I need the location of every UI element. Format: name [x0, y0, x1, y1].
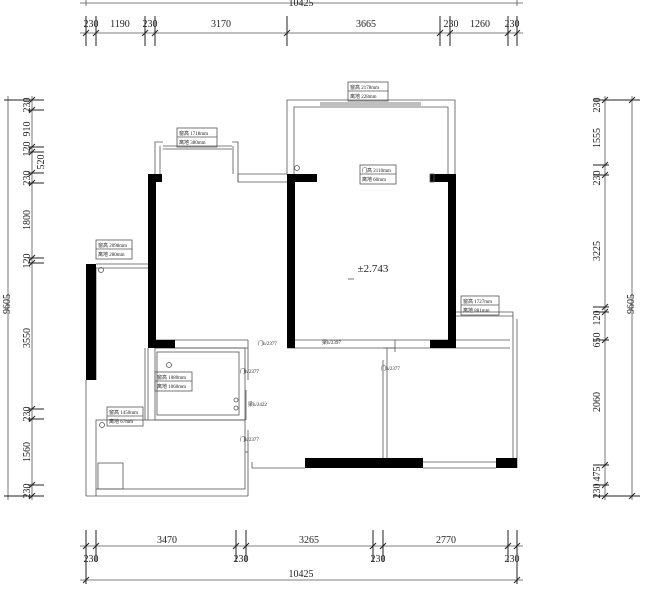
door-label-3: 门h/2377 [381, 365, 400, 372]
svg-text:离地 380mm: 离地 380mm [179, 139, 206, 146]
svg-text:离地 67mm: 离地 67mm [109, 418, 133, 425]
left-dim-1: 230 [22, 98, 33, 113]
door-label-4: 门h/2377 [240, 436, 259, 443]
top-dim-4: 3170 [211, 19, 231, 30]
top-dim-8: 230 [505, 19, 520, 30]
right-dimension-chain: 230 1555 230 3225 120 650 2060 475 230 9… [592, 96, 640, 500]
left-dim-9: 230 [22, 407, 33, 422]
door-label-2: 门h/2377 [240, 368, 259, 375]
right-dim-4: 3225 [592, 241, 603, 261]
note-window-bath: 窗高 1080mm 离地 1060mm [154, 371, 193, 392]
building-outline [85, 99, 518, 497]
left-dim-2: 910 [22, 122, 33, 137]
bottom-dim-5: 230 [371, 554, 386, 565]
left-dim-10: 1560 [22, 442, 33, 462]
left-dim-11: 230 [22, 484, 33, 499]
svg-text:窗高 1080mm: 窗高 1080mm [157, 374, 186, 381]
note-window-top: 窗高 2178mm 离地 228mm [347, 81, 389, 102]
left-dim-4: 520 [36, 155, 47, 170]
floor-elevation: ±2.743 [358, 263, 389, 275]
right-dim-5: 120 [592, 311, 603, 326]
left-dim-8: 3550 [22, 328, 33, 348]
svg-text:离地 881mm: 离地 881mm [463, 307, 490, 314]
note-window-right: 窗高 1727mm 离地 881mm [460, 295, 500, 316]
top-dim-3: 230 [143, 19, 158, 30]
note-window-left: 窗高 2098mm 离地 280mm [95, 239, 133, 260]
right-total-dim: 9605 [626, 294, 637, 314]
bottom-total-dim: 10425 [289, 569, 314, 580]
right-dim-2: 1555 [592, 128, 603, 148]
top-dimension-chain: 10425 230 1190 230 3170 3665 [80, 0, 523, 46]
fixtures [98, 165, 435, 428]
opening-label-2: 梁h/2422 [248, 401, 267, 408]
left-dim-5: 230 [22, 171, 33, 186]
top-dim-1: 230 [84, 19, 99, 30]
door-labels: 门h/2377 梁h/2397 门h/2377 门h/2377 梁h/2422 … [240, 339, 400, 443]
bottom-dimension-chain: 230 3470 230 3265 230 2770 230 10425 [80, 530, 523, 584]
svg-text:离地 280mm: 离地 280mm [98, 251, 125, 258]
top-total-dim: 10425 [289, 0, 314, 9]
top-dim-6: 230 [444, 19, 459, 30]
bottom-dim-3: 230 [234, 554, 249, 565]
svg-text:离地 228mm: 离地 228mm [350, 93, 377, 100]
right-dim-3: 230 [592, 171, 603, 186]
note-window-small: 窗高 1718mm 离地 380mm [176, 127, 218, 148]
svg-text:离地 60mm: 离地 60mm [362, 176, 386, 183]
top-dim-5: 3665 [356, 19, 376, 30]
opening-label-1: 梁h/2397 [322, 339, 341, 346]
left-dim-3: 120 [22, 142, 33, 157]
bottom-dim-2: 3470 [157, 535, 177, 546]
left-total-dim: 9605 [2, 294, 13, 314]
right-dim-6: 650 [592, 333, 603, 348]
left-dim-7: 120 [22, 254, 33, 269]
right-dim-9: 230 [592, 484, 603, 499]
svg-text:窗高 2098mm: 窗高 2098mm [98, 242, 127, 249]
bottom-dim-7: 230 [505, 554, 520, 565]
left-dimension-chain: 9605 230 910 120 520 230 1800 120 3550 2… [2, 96, 47, 500]
top-dim-2: 1190 [110, 19, 130, 30]
structural-walls [86, 174, 517, 468]
bottom-dim-4: 3265 [299, 535, 319, 546]
right-dim-8: 475 [592, 467, 603, 482]
right-dim-7: 2060 [592, 392, 603, 412]
note-door-main: 门高 2110mm 离地 60mm [359, 164, 397, 185]
svg-text:窗高 2178mm: 窗高 2178mm [350, 84, 379, 91]
svg-text:窗高 1450mm: 窗高 1450mm [109, 409, 138, 416]
svg-text:门高 2110mm: 门高 2110mm [362, 167, 391, 174]
top-dim-7: 1260 [470, 19, 490, 30]
svg-text:窗高 1727mm: 窗高 1727mm [463, 298, 492, 305]
svg-text:窗高 1718mm: 窗高 1718mm [179, 130, 208, 137]
left-dim-6: 1800 [22, 210, 33, 230]
bottom-dim-6: 2770 [436, 535, 456, 546]
door-label-1: 门h/2377 [258, 340, 277, 347]
right-dim-1: 230 [592, 98, 603, 113]
svg-text:离地 1060mm: 离地 1060mm [157, 383, 186, 390]
note-window-kitchen: 窗高 1450mm 离地 67mm [106, 406, 144, 427]
bottom-dim-1: 230 [84, 554, 99, 565]
